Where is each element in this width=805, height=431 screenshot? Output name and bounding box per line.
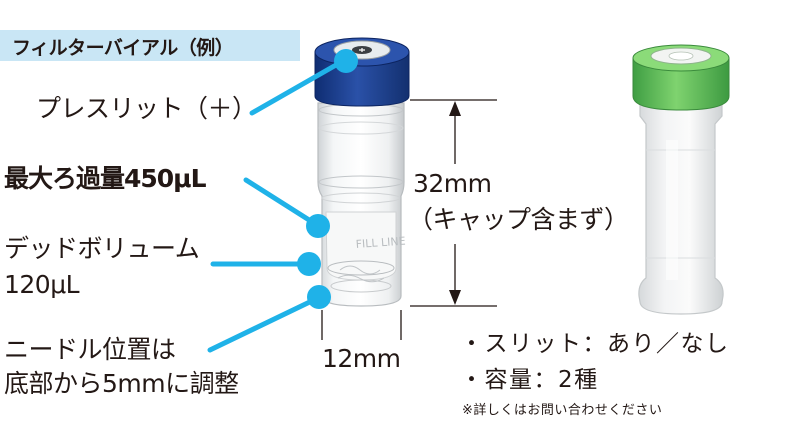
label-height-value: 32mm bbox=[413, 169, 492, 198]
width-dimension bbox=[321, 310, 402, 340]
label-dead-volume-line2: 120μL bbox=[4, 270, 80, 299]
title-banner: フィルターバイアル（例） bbox=[0, 30, 300, 61]
height-dimension bbox=[410, 99, 497, 307]
label-max-volume: 最大ろ過量450μL bbox=[4, 164, 207, 193]
dot-max-volume bbox=[306, 214, 330, 238]
green-cap bbox=[632, 57, 730, 111]
filter-vial-blue-cap: FILL LINE bbox=[314, 37, 410, 307]
dot-dead-volume bbox=[297, 252, 321, 276]
spec-note: ※詳しくはお問い合わせください bbox=[462, 403, 663, 418]
dot-needle bbox=[307, 285, 331, 309]
label-needle-line1: ニードル位置は bbox=[4, 335, 176, 364]
title-text: フィルターバイアル（例） bbox=[12, 37, 234, 59]
label-preslit: プレスリット（＋） bbox=[36, 94, 257, 123]
leader-preslit bbox=[249, 58, 346, 116]
leader-needle bbox=[207, 295, 321, 353]
spec-capacity: ・容量：2種 bbox=[460, 367, 599, 393]
spec-slit: ・スリット：あり／なし bbox=[460, 331, 730, 357]
label-height-note: （キャップ含まず） bbox=[408, 205, 629, 234]
callout-dots bbox=[297, 49, 358, 309]
label-width-value: 12mm bbox=[322, 344, 401, 373]
callout-leaders bbox=[207, 58, 346, 353]
filter-vial-green-cap bbox=[632, 44, 730, 315]
frosted-body bbox=[638, 103, 724, 315]
leader-max-volume bbox=[243, 177, 320, 228]
vial-fill-line-print: FILL LINE bbox=[355, 235, 406, 251]
dot-preslit bbox=[334, 49, 358, 73]
label-dead-volume-line1: デッドボリューム bbox=[4, 234, 200, 263]
label-needle-line2: 底部から5mmに調整 bbox=[4, 369, 239, 398]
